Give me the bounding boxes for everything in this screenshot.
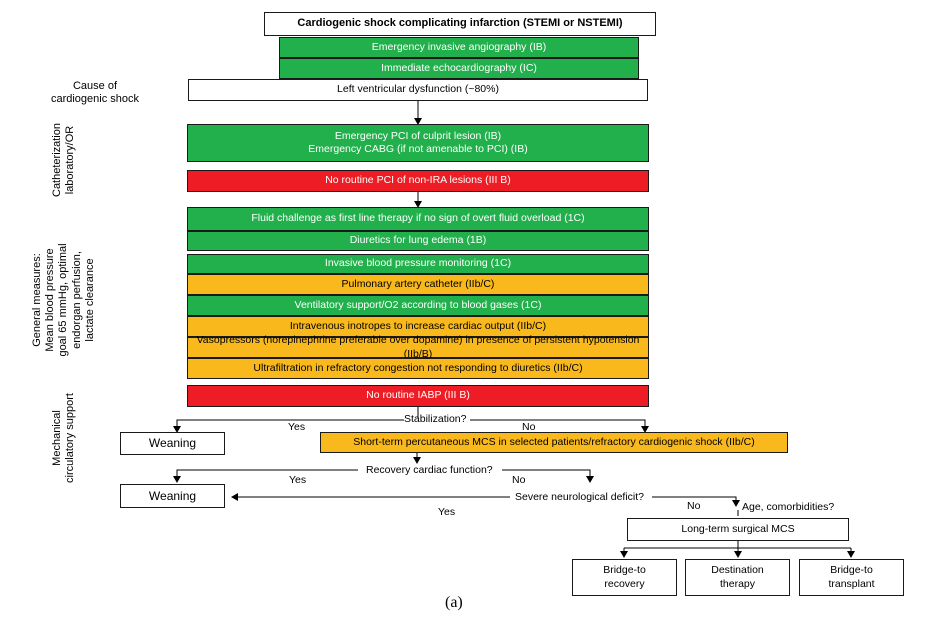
destination-therapy-text: Destination therapy	[711, 564, 764, 590]
weaning-text-2: Weaning	[148, 488, 197, 503]
vasopressors-box: Vasopressors (norepinephrine preferable …	[187, 334, 649, 360]
pulmonary-catheter-text: Pulmonary artery catheter (IIb/C)	[341, 277, 495, 290]
mechanical-support-side-label: Mechanical circulatory support	[50, 393, 76, 483]
neuro-no-label: No	[687, 500, 701, 512]
short-term-mcs-box: Short-term percutaneous MCS in selected …	[320, 432, 788, 453]
weaning-text-1: Weaning	[148, 436, 197, 450]
ventilatory-text: Ventilatory support/O2 according to bloo…	[294, 298, 542, 311]
echocardiography-text: Immediate echocardiography (IC)	[381, 61, 537, 74]
recovery-no-label: No	[512, 474, 526, 486]
long-term-mcs-box: Long-term surgical MCS	[627, 518, 849, 541]
age-question: Age, comorbidities?	[742, 501, 835, 513]
echocardiography-box: Immediate echocardiography (IC)	[279, 58, 639, 79]
fluid-challenge-box: Fluid challenge as first line therapy if…	[187, 207, 649, 231]
bridge-to-transplant-box: Bridge-to transplant	[799, 559, 904, 596]
invasive-bp-box: Invasive blood pressure monitoring (1C)	[187, 254, 649, 274]
ventilatory-box: Ventilatory support/O2 according to bloo…	[187, 295, 649, 316]
general-measures-side-label: General measures: Mean blood pressure go…	[31, 243, 96, 357]
arrow-stab-no	[470, 419, 649, 433]
angiography-text: Emergency invasive angiography (IB)	[371, 40, 547, 53]
recovery-question: Recovery cardiac function?	[366, 464, 493, 476]
bridge-to-transplant-text: Bridge-to transplant	[828, 564, 875, 590]
diuretics-box: Diuretics for lung edema (1B)	[187, 231, 649, 251]
no-routine-pci-text: No routine PCI of non-IRA lesions (III B…	[325, 174, 511, 187]
no-routine-iabp-text: No routine IABP (III B)	[366, 389, 470, 402]
bridge-to-recovery-text: Bridge-to recovery	[603, 564, 646, 590]
title-box: Cardiogenic shock complicating infarctio…	[264, 12, 656, 36]
cath-lab-side-label: Catheterization laboratory/OR	[50, 123, 76, 197]
cause-side-label: Cause of cardiogenic shock	[50, 80, 140, 106]
invasive-bp-text: Invasive blood pressure monitoring (1C)	[324, 257, 512, 270]
no-routine-pci-box: No routine PCI of non-IRA lesions (III B…	[187, 170, 649, 192]
destination-therapy-box: Destination therapy	[685, 559, 790, 596]
stabilization-yes-label: Yes	[288, 421, 306, 433]
short-term-mcs-text: Short-term percutaneous MCS in selected …	[353, 435, 755, 448]
arrow-neuro-no	[652, 496, 740, 507]
weaning-box-2: Weaning	[120, 484, 225, 508]
weaning-box-1: Weaning	[120, 432, 225, 455]
bridge-to-recovery-box: Bridge-to recovery	[572, 559, 677, 596]
angiography-box: Emergency invasive angiography (IB)	[279, 37, 639, 58]
arrow-recovery-no	[502, 469, 594, 483]
neuro-yes-label: Yes	[438, 506, 456, 518]
pci-cabg-box: Emergency PCI of culprit lesion (IB) Eme…	[187, 124, 649, 162]
inotropes-text: Intravenous inotropes to increase cardia…	[289, 319, 547, 332]
pci-text: Emergency PCI of culprit lesion (IB)	[334, 129, 502, 142]
ultrafiltration-box: Ultrafiltration in refractory congestion…	[187, 358, 649, 379]
stabilization-no-label: No	[522, 421, 536, 433]
no-routine-iabp-box: No routine IABP (III B)	[187, 385, 649, 407]
figure-caption: (a)	[445, 594, 463, 611]
lv-dysfunction-box: Left ventricular dysfunction (~80%)	[188, 79, 648, 101]
cabg-text: Emergency CABG (if not amenable to PCI) …	[308, 143, 528, 155]
arrow-stab-yes	[173, 419, 404, 433]
lv-dysfunction-text: Left ventricular dysfunction (~80%)	[337, 83, 499, 96]
ultrafiltration-text: Ultrafiltration in refractory congestion…	[253, 361, 583, 374]
long-term-mcs-text: Long-term surgical MCS	[681, 522, 795, 535]
stabilization-question: Stabilization?	[404, 413, 467, 425]
neuro-question: Severe neurological deficit?	[515, 491, 644, 503]
recovery-yes-label: Yes	[289, 474, 307, 486]
title-text: Cardiogenic shock complicating infarctio…	[297, 17, 623, 30]
arrow-recovery-yes	[173, 469, 358, 483]
pulmonary-catheter-box: Pulmonary artery catheter (IIb/C)	[187, 274, 649, 295]
diuretics-text: Diuretics for lung edema (1B)	[349, 234, 487, 247]
fluid-challenge-text: Fluid challenge as first line therapy if…	[251, 212, 585, 225]
vasopressors-text: Vasopressors (norepinephrine preferable …	[196, 334, 640, 360]
inotropes-box: Intravenous inotropes to increase cardia…	[187, 316, 649, 337]
